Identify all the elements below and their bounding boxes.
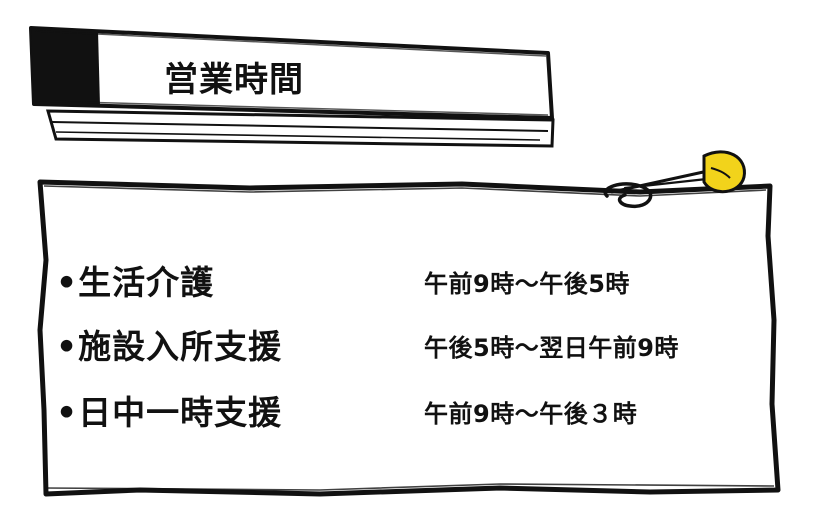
service-name: •生活介護 (56, 263, 215, 302)
service-name: •日中一時支援 (56, 393, 283, 432)
service-hours: 午前9時～午後３時 (424, 400, 638, 428)
schedule-row: •生活介護 午前9時～午後5時 (56, 256, 756, 306)
service-hours: 午後5時～翌日午前9時 (424, 334, 679, 362)
page-title: 営業時間 (164, 60, 304, 100)
title-tag (29, 26, 555, 148)
schedule-row: •施設入所支援 午後5時～翌日午前9時 (56, 320, 756, 370)
schedule-box (37, 179, 781, 497)
service-hours: 午前9時～午後5時 (424, 270, 630, 298)
schedule-row: •日中一時支援 午前9時～午後３時 (56, 386, 756, 436)
safety-pin-icon (603, 150, 746, 208)
service-name: •施設入所支援 (56, 327, 283, 366)
